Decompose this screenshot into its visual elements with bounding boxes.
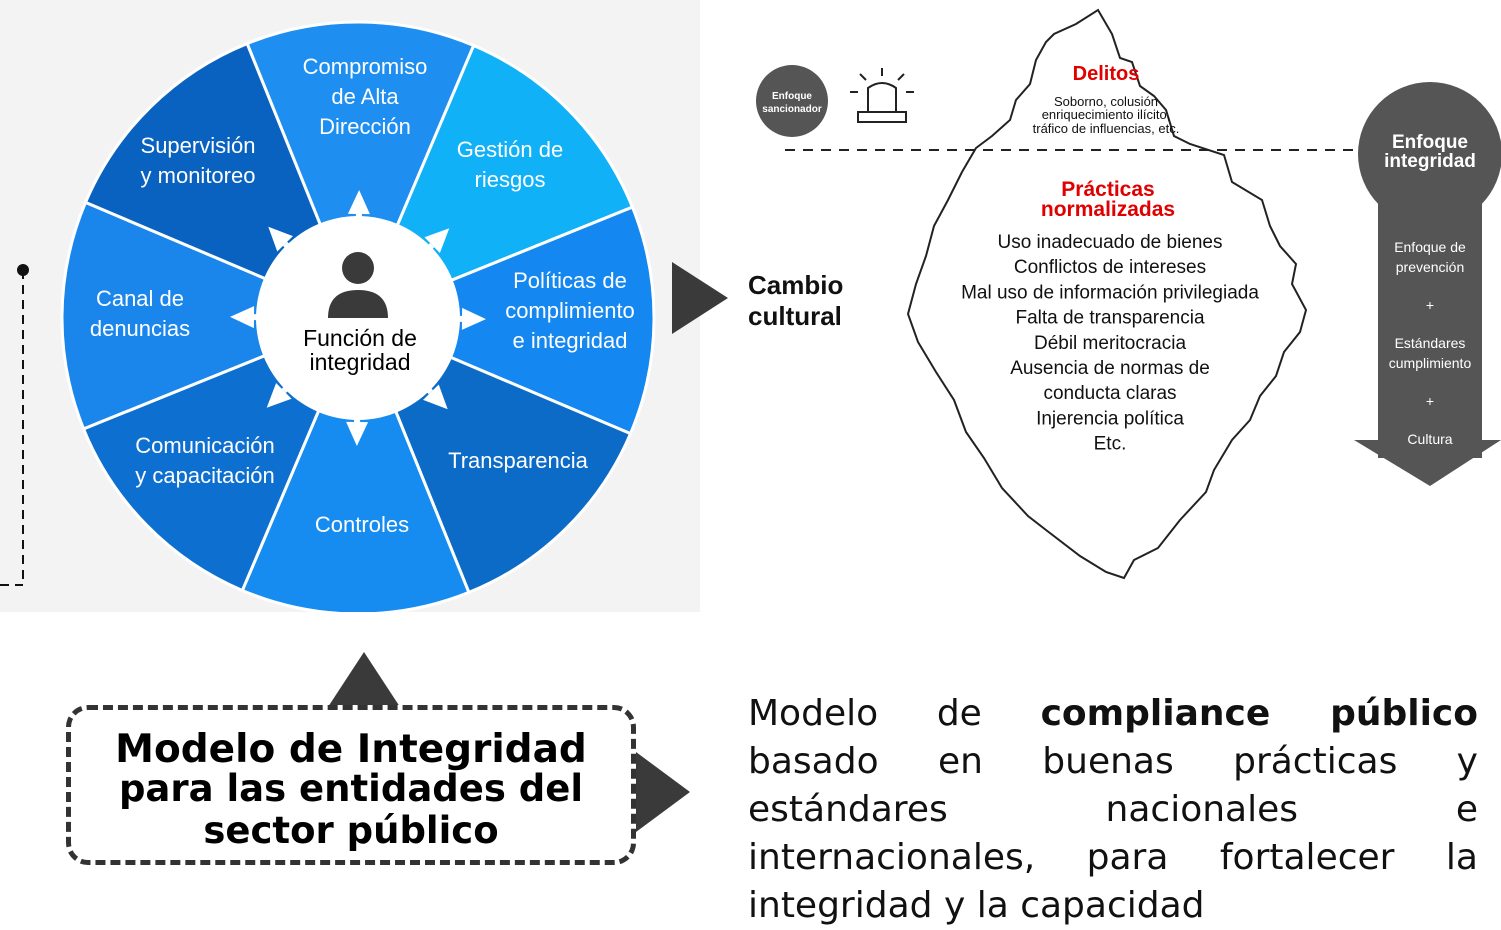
delitos-title: Delitos (1073, 63, 1140, 85)
practica-item: Injerencia política (1036, 408, 1184, 429)
practica-item: Débil meritocracia (1034, 333, 1186, 354)
integridad-arrow-shaft (1378, 190, 1482, 458)
wheel-segment-label: Gestión de (457, 137, 563, 162)
arrow-right-bottom-icon (636, 752, 692, 832)
wheel-segment-label: e integridad (513, 328, 628, 353)
practica-item: Etc. (1094, 434, 1127, 455)
svg-text:integridad: integridad (1384, 151, 1476, 172)
practica-item: Conflictos de intereses (1014, 257, 1206, 278)
center-title-line2: integridad (309, 349, 410, 375)
siren-icon (850, 68, 914, 122)
svg-text:tráfico de influencias, etc.: tráfico de influencias, etc. (1033, 121, 1180, 136)
model-description: Modelo de compliance público basado en b… (748, 690, 1478, 930)
svg-text:Enfoque: Enfoque (772, 91, 812, 102)
wheel-segment-label: Dirección (319, 114, 411, 139)
integridad-arrow-item: Estándares (1395, 335, 1466, 351)
integridad-arrow-item: + (1426, 393, 1434, 409)
wheel-segment-label: Comunicación (135, 433, 274, 458)
left-connector (0, 260, 40, 600)
practica-item: Falta de transparencia (1015, 308, 1204, 329)
wheel-segment-label: y monitoreo (141, 163, 256, 188)
model-title-line2-3: para las entidades del sector público (71, 768, 631, 852)
integridad-arrow-item: prevención (1396, 259, 1465, 275)
svg-text:sancionador: sancionador (762, 104, 822, 115)
practica-item: conducta claras (1043, 383, 1176, 404)
arrow-up-icon (326, 652, 402, 710)
iceberg-diagram: Enfoque sancionador Delitos Soborno, col… (740, 0, 1501, 600)
center-title-line1: Función de (303, 325, 417, 351)
wheel-segment-label: Compromiso (303, 54, 428, 79)
practicas-title-line2: normalizadas (1041, 198, 1175, 221)
integridad-arrow-item: cumplimiento (1389, 355, 1472, 371)
model-title-box: Modelo de Integridad para las entidades … (66, 705, 636, 865)
model-title-line1: Modelo de Integridad (71, 730, 631, 770)
wheel-segment-label: Canal de (96, 286, 184, 311)
integridad-arrow-item: + (1426, 297, 1434, 313)
svg-text:enriquecimiento ilícito,: enriquecimiento ilícito, (1042, 107, 1171, 122)
integridad-arrow-item: Cultura (1407, 431, 1452, 447)
wheel-segment-label: Políticas de (513, 268, 627, 293)
wheel-segment-label: riesgos (475, 167, 546, 192)
practica-item: Mal uso de información privilegiada (961, 282, 1259, 303)
wheel-segment-label: Controles (315, 512, 409, 537)
svg-text:Enfoque: Enfoque (1392, 132, 1468, 153)
wheel-segment-label: Supervisión (141, 133, 256, 158)
wheel-segment-label: complimiento (505, 298, 635, 323)
wheel-segment-label: y capacitación (135, 463, 274, 488)
arrow-right-icon (672, 262, 732, 334)
integridad-arrow-item: Enfoque de (1394, 239, 1466, 255)
wheel-segment-label: Transparencia (448, 448, 589, 473)
practica-item: Uso inadecuado de bienes (997, 232, 1222, 253)
practica-item: Ausencia de normas de (1010, 358, 1210, 379)
wheel-segment-label: denuncias (90, 316, 190, 341)
wheel-segment-label: de Alta (331, 84, 399, 109)
